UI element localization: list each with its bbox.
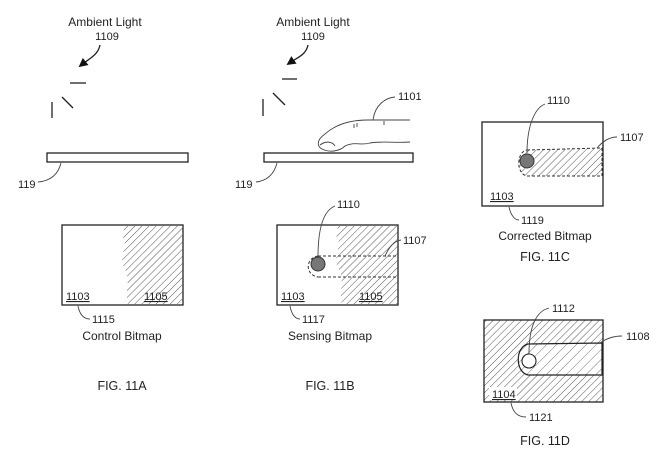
leader-line <box>372 96 396 121</box>
ref-1105: 1105 <box>359 291 383 303</box>
ref-1103: 1103 <box>490 191 514 203</box>
finger-region <box>517 342 603 376</box>
ref-1108: 1108 <box>626 331 650 343</box>
ref-1119: 1119 <box>521 215 544 227</box>
leader-line <box>317 205 336 258</box>
figure-11a: Ambient Light 1109 119 1103 1105 1115 Co… <box>18 15 189 393</box>
light-rays-icon <box>51 82 86 118</box>
light-rays-icon <box>262 78 297 116</box>
light-arrow-icon <box>286 44 309 66</box>
touch-spot <box>519 153 535 169</box>
figure-11c: 1110 1107 1103 1119 Corrected Bitmap FIG… <box>481 95 644 264</box>
leader-line <box>508 206 520 221</box>
ref-1103: 1103 <box>66 291 90 303</box>
leader-line <box>596 136 618 149</box>
ref-1117: 1117 <box>302 314 325 326</box>
ambient-light-label: Ambient Light <box>276 15 350 29</box>
leader-line <box>37 162 62 183</box>
leader-line <box>599 335 623 344</box>
ref-1121: 1121 <box>529 412 553 424</box>
leader-line <box>528 307 550 355</box>
figure-11d: 1112 1108 1104 1121 FIG. 11D <box>483 303 650 448</box>
touch-spot <box>521 353 537 369</box>
leader-line <box>526 103 546 154</box>
ref-1110: 1110 <box>547 95 570 107</box>
touch-spot <box>310 256 326 272</box>
ref-1107: 1107 <box>620 132 644 144</box>
sensor-panel <box>46 152 189 163</box>
ref-1109: 1109 <box>301 31 325 43</box>
bitmap-caption: Control Bitmap <box>82 329 162 343</box>
shadow-region <box>122 226 183 304</box>
figure-label: FIG. 11C <box>520 250 570 264</box>
leader-line <box>384 239 402 257</box>
figure-label: FIG. 11B <box>305 379 354 393</box>
ref-1115: 1115 <box>92 314 115 326</box>
shadow-region <box>336 226 398 304</box>
ref-1112: 1112 <box>552 303 575 315</box>
ref-1101: 1101 <box>398 91 422 103</box>
bitmap-caption: Sensing Bitmap <box>288 329 372 343</box>
finger-icon <box>317 119 411 152</box>
leader-line <box>510 402 527 418</box>
finger-region <box>518 147 603 177</box>
light-arrow-icon <box>78 44 101 68</box>
leader-line <box>255 162 278 183</box>
ref-1110: 1110 <box>337 199 360 211</box>
leader-line <box>77 305 91 320</box>
ref-119: 119 <box>18 179 36 191</box>
label-bg <box>489 387 517 400</box>
ambient-light-label: Ambient Light <box>68 15 142 29</box>
bitmap-caption: Corrected Bitmap <box>498 229 592 243</box>
ref-1103: 1103 <box>281 291 305 303</box>
ref-1109: 1109 <box>95 31 119 43</box>
leader-line <box>289 305 301 320</box>
figure-label: FIG. 11A <box>97 379 147 393</box>
sensor-panel <box>263 152 414 163</box>
ref-119: 119 <box>235 179 253 191</box>
ref-1104: 1104 <box>492 389 516 401</box>
ref-1107: 1107 <box>403 235 427 247</box>
ref-1105: 1105 <box>144 291 168 303</box>
finger-outline <box>307 255 396 278</box>
figure-11b: Ambient Light 1109 1101 119 1110 1107 11… <box>235 15 427 393</box>
figure-label: FIG. 11D <box>520 434 570 448</box>
